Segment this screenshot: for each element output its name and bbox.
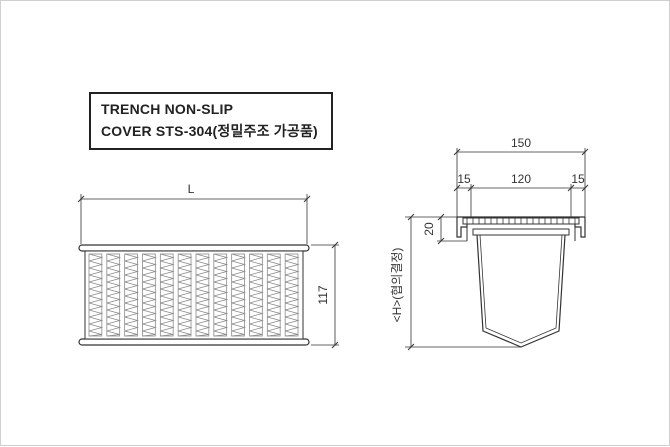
pattern-strip	[213, 253, 229, 337]
pattern-strip	[106, 253, 122, 337]
height-label: 117	[316, 285, 330, 304]
length-label: L	[188, 182, 195, 196]
cover-thickness-label: 20	[422, 222, 436, 236]
section-grating	[456, 216, 586, 241]
non-slip-pattern	[88, 253, 300, 337]
channel-inner	[479, 234, 563, 344]
depth-label: <H>(협의결정)	[390, 248, 404, 323]
inner-width-label: 120	[511, 172, 531, 186]
section-view: 150 15 120 15	[390, 136, 589, 351]
pattern-strip	[88, 253, 104, 337]
pattern-strip	[284, 253, 300, 337]
pattern-strip	[124, 253, 140, 337]
height-dimension: 117	[311, 241, 339, 349]
total-width-dimension: 150	[453, 136, 589, 217]
left-flange-label: 15	[457, 172, 471, 186]
pattern-strip	[159, 253, 175, 337]
cover-thickness-dimension: 20	[422, 213, 467, 245]
title-line-2: COVER STS-304(정밀주조 가공품)	[101, 123, 318, 139]
title-line-1: TRENCH NON-SLIP	[101, 101, 234, 117]
front-view: L 117	[77, 182, 339, 349]
title-box: TRENCH NON-SLIP COVER STS-304(정밀주조 가공품)	[89, 92, 333, 150]
pattern-strip	[231, 253, 247, 337]
depth-dimension: <H>(협의결정)	[390, 213, 521, 351]
sub-width-dimension: 15 120 15	[453, 172, 589, 217]
pattern-strip	[177, 253, 193, 337]
total-width-label: 150	[511, 136, 531, 150]
pattern-strip	[195, 253, 211, 337]
bottom-bar	[78, 338, 310, 346]
pattern-strip	[266, 253, 282, 337]
pattern-strip	[249, 253, 264, 337]
length-dimension: L	[77, 182, 311, 244]
grating-panel	[84, 250, 304, 340]
pattern-strip	[142, 253, 157, 337]
right-flange-label: 15	[571, 172, 585, 186]
top-bar	[78, 244, 310, 252]
